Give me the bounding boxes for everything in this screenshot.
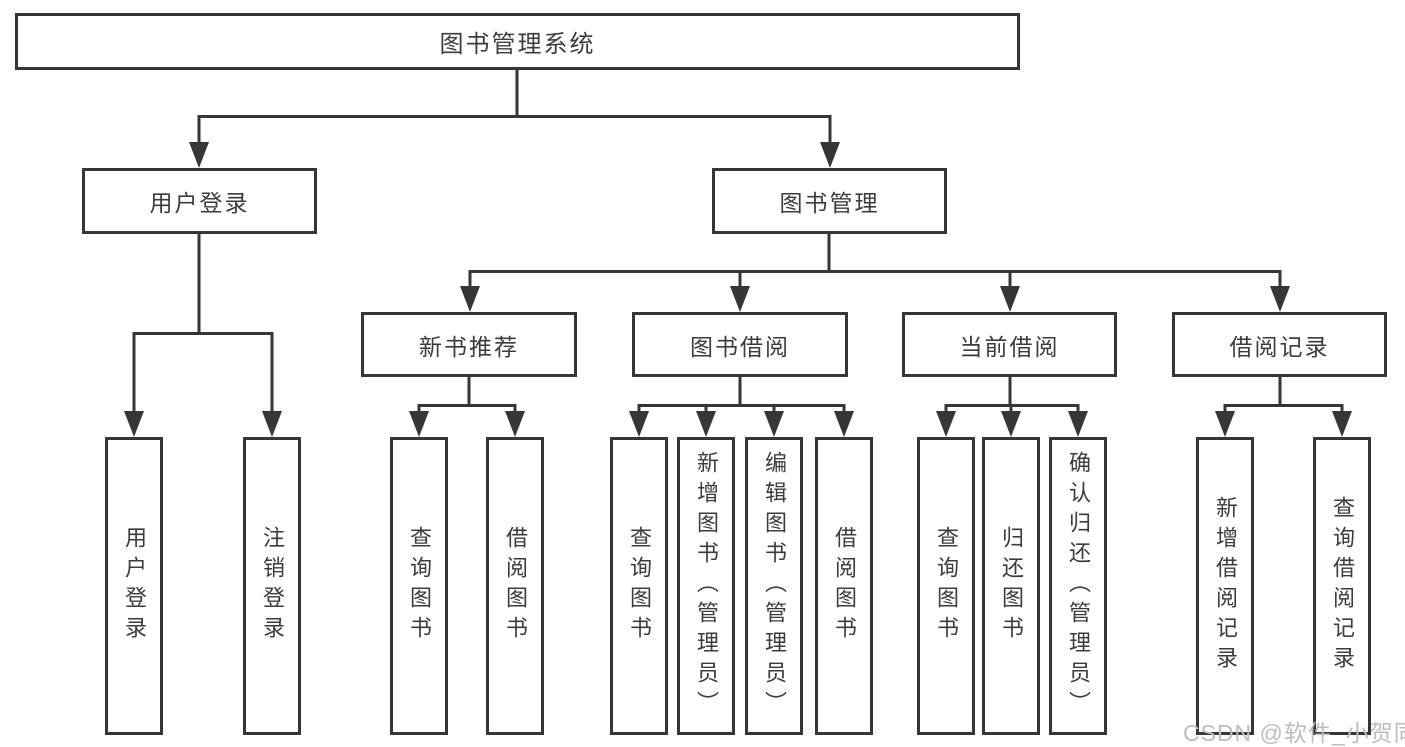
edge-current-borrow-children (944, 377, 1080, 414)
leaf-logout: 注销登录 (243, 437, 301, 735)
leaf-query-book-2: 查询图书 (610, 437, 668, 735)
node-user-login: 用户登录 (82, 168, 317, 234)
node-book-borrow-label: 图书借阅 (690, 333, 790, 360)
leaf-label: 查询图书 (407, 526, 432, 646)
edge-book-mgmt-children (468, 234, 1282, 290)
arrow-icon (1001, 411, 1021, 437)
node-new-book-rec-label: 新书推荐 (419, 333, 519, 360)
leaf-return-book: 归还图书 (982, 437, 1040, 735)
leaf-query-borrow-record: 查询借阅记录 (1313, 437, 1371, 735)
leaf-label: 新增图书（管理员） (694, 451, 719, 721)
node-user-login-label: 用户登录 (149, 190, 250, 216)
node-book-mgmt-label: 图书管理 (779, 190, 880, 216)
leaf-label: 查询图书 (627, 526, 652, 646)
arrow-icon (629, 411, 649, 437)
leaf-label: 注销登录 (260, 526, 285, 646)
node-root: 图书管理系统 (15, 13, 1020, 70)
node-book-borrow: 图书借阅 (632, 312, 848, 377)
arrow-icon (189, 142, 209, 168)
arrow-icon (1332, 411, 1352, 437)
arrow-icon (1215, 411, 1235, 437)
leaf-label: 确认归还（管理员） (1066, 451, 1091, 721)
leaf-label: 查询图书 (934, 526, 959, 646)
arrow-icon (1270, 286, 1290, 312)
arrow-icon (1068, 411, 1088, 437)
leaf-label: 编辑图书（管理员） (762, 451, 787, 721)
leaf-query-book-1: 查询图书 (390, 437, 448, 735)
csdn-watermark: CSDN @软件_小贺同学 (1183, 720, 1405, 746)
node-new-book-rec: 新书推荐 (361, 312, 577, 377)
edge-user-login-children (132, 234, 274, 414)
arrow-icon (936, 411, 956, 437)
leaf-label: 借阅图书 (832, 526, 857, 646)
arrow-icon (820, 142, 840, 168)
node-current-borrow-label: 当前借阅 (959, 333, 1060, 360)
arrow-icon (124, 411, 144, 437)
leaf-label: 归还图书 (999, 526, 1024, 646)
node-current-borrow: 当前借阅 (902, 312, 1117, 377)
leaf-add-borrow-record: 新增借阅记录 (1196, 437, 1254, 735)
arrow-icon (409, 411, 429, 437)
leaf-borrow-book-1: 借阅图书 (486, 437, 544, 735)
leaf-confirm-return-admin: 确认归还（管理员） (1049, 437, 1107, 735)
node-root-label: 图书管理系统 (439, 31, 596, 58)
node-book-mgmt: 图书管理 (712, 168, 947, 234)
leaf-label: 查询借阅记录 (1330, 496, 1355, 676)
arrow-icon (1000, 286, 1020, 312)
arrow-icon (834, 411, 854, 437)
arrow-icon (505, 411, 525, 437)
arrow-icon (696, 411, 716, 437)
node-borrow-records: 借阅记录 (1172, 312, 1387, 377)
node-borrow-records-label: 借阅记录 (1229, 333, 1330, 360)
arrow-icon (262, 411, 282, 437)
leaf-query-book-3: 查询图书 (917, 437, 975, 735)
leaf-label: 新增借阅记录 (1213, 496, 1238, 676)
leaf-edit-book-admin: 编辑图书（管理员） (745, 437, 803, 735)
leaf-add-book-admin: 新增图书（管理员） (677, 437, 735, 735)
leaf-label: 用户登录 (122, 526, 147, 646)
arrow-icon (460, 286, 480, 312)
leaf-borrow-book-2: 借阅图书 (815, 437, 873, 735)
edge-new-book-children (417, 377, 517, 414)
leaf-user-login: 用户登录 (105, 437, 163, 735)
arrow-icon (764, 411, 784, 437)
leaf-label: 借阅图书 (503, 526, 528, 646)
edge-borrow-records-children (1223, 377, 1344, 414)
edge-book-borrow-children (637, 377, 846, 414)
arrow-icon (730, 286, 750, 312)
edge-root-to-level2 (197, 70, 832, 144)
